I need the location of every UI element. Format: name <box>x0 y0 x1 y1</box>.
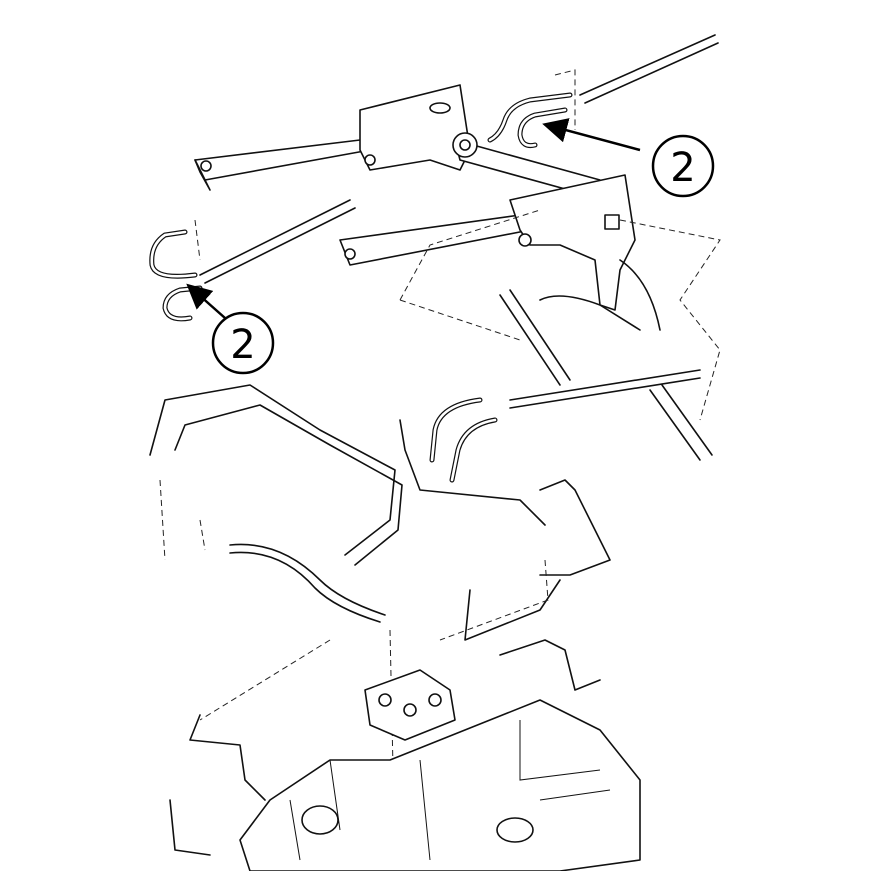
left-hose-pair <box>149 229 203 322</box>
center-hoses <box>429 259 701 483</box>
leader-lines <box>159 69 721 861</box>
right-loader-arm <box>339 174 636 311</box>
left-loader-arm <box>194 84 471 191</box>
callout-2-upper: 2 <box>542 118 715 198</box>
control-valve <box>364 669 456 741</box>
machine-frame <box>239 699 641 871</box>
cross-tube <box>452 132 606 201</box>
lift-cylinders <box>199 34 719 461</box>
callout-number: 2 <box>230 322 255 368</box>
callout-2-lower: 2 <box>186 283 275 375</box>
hydraulic-tubes <box>149 384 611 856</box>
upper-right-hose-pair <box>487 92 573 148</box>
callout-number: 2 <box>670 145 695 191</box>
